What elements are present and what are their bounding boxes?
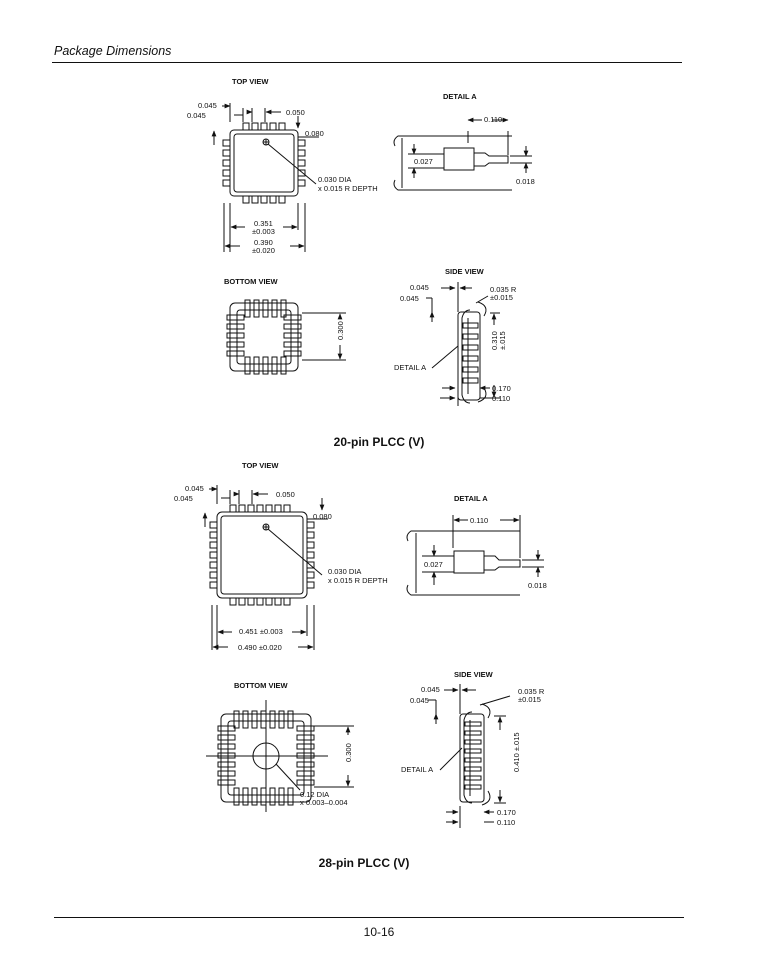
pkg28-side-035-tol: ±0.015 [518,695,541,704]
pkg20-dim-045b: 0.045 [187,111,206,120]
pkg28-dia-line2: x 0.015 R DEPTH [328,576,388,585]
pkg28-side-035: 0.035 R [518,687,545,696]
pkg20-detail-110: 0.110 [484,115,502,124]
pkg20-dia-line1: 0.030 DIA [318,175,351,184]
pkg28-dim-080: 0.080 [313,512,332,521]
pkg20-dim-351-tol: ±0.003 [252,227,275,236]
pkg28-side-045b: 0.045 [410,696,429,705]
pkg28-top-view-title: TOP VIEW [242,461,279,470]
pkg28-dim-451: 0.451 ±0.003 [239,627,283,636]
pkg28-top-view [202,485,328,650]
pkg20-side-detail: DETAIL A [394,363,426,372]
page-number: 10-16 [363,925,395,939]
pkg20-bottom-view [226,299,346,375]
pkg28-side-view [428,684,511,828]
pkg20-side-view [426,282,500,406]
pkg28-dim-045b: 0.045 [174,494,193,503]
header-rule [52,62,682,63]
pkg20-bottom-300: 0.300 [336,321,345,340]
pkg20-dim-390: 0.390 [254,238,273,247]
pkg28-dim-050: 0.050 [276,490,295,499]
pkg28-side-110: 0.110 [497,818,515,827]
pkg20-side-035-tol: ±0.015 [490,293,513,302]
pkg28-bottom-view [206,700,354,812]
pkg28-bottom-view-title: BOTTOM VIEW [234,681,289,690]
pkg28-side-410: 0.410 ±.015 [512,732,521,772]
pkg20-side-045b: 0.045 [400,294,419,303]
pkg20-dim-045a: 0.045 [198,101,217,110]
pkg20-detail-title: DETAIL A [443,92,477,101]
pkg28-bottom-dia1: 0.12 DIA [300,790,329,799]
pkg28-detail-110: 0.110 [470,516,488,525]
pkg20-dia-line2: x 0.015 R DEPTH [318,184,378,193]
pkg20-side-view-title: SIDE VIEW [445,267,485,276]
pkg20-side-110: 0.110 [492,394,510,403]
pkg28-caption: 28-pin PLCC (V) [319,856,410,870]
pkg20-detail-a [393,117,532,191]
pkg28-detail-027: 0.027 [424,560,443,569]
pkg28-bottom-dia2: x 0.003–0.004 [300,798,348,807]
pkg20-side-170: 0.170 [492,384,511,393]
pkg20-top-view-title: TOP VIEW [232,77,269,86]
pkg20-side-035: 0.035 R [490,285,517,294]
pkg20-side-310-tol: ±.015 [498,331,507,350]
pkg20-side-310: 0.310 [490,331,499,350]
pkg20-top-pins [222,122,306,204]
pkg28-dim-490: 0.490 ±0.020 [238,643,282,652]
pkg20-dim-080: 0.080 [305,129,324,138]
pkg20-detail-027: 0.027 [414,157,433,166]
page-header: Package Dimensions [54,44,172,58]
pkg28-detail-title: DETAIL A [454,494,488,503]
footer-rule [54,917,684,918]
pkg20-caption: 20-pin PLCC (V) [334,435,425,449]
pkg20-dim-351: 0.351 [254,219,273,228]
pkg28-bottom-300: 0.300 [344,743,353,762]
pkg20-detail-018: 0.018 [516,177,535,186]
pkg20-side-045a: 0.045 [410,283,429,292]
pkg20-dim-050: 0.050 [286,108,305,117]
pkg20-top-view [211,103,319,252]
pkg28-detail-a [406,515,544,596]
pkg28-side-view-title: SIDE VIEW [454,670,494,679]
pkg28-detail-018: 0.018 [528,581,547,590]
pkg28-dia-line1: 0.030 DIA [328,567,361,576]
pkg20-bottom-view-title: BOTTOM VIEW [224,277,279,286]
pkg20-dim-390-tol: ±0.020 [252,246,275,255]
pkg28-dim-045a: 0.045 [185,484,204,493]
pkg28-side-045a: 0.045 [421,685,440,694]
pkg28-side-170: 0.170 [497,808,516,817]
pkg28-side-detail: DETAIL A [401,765,433,774]
